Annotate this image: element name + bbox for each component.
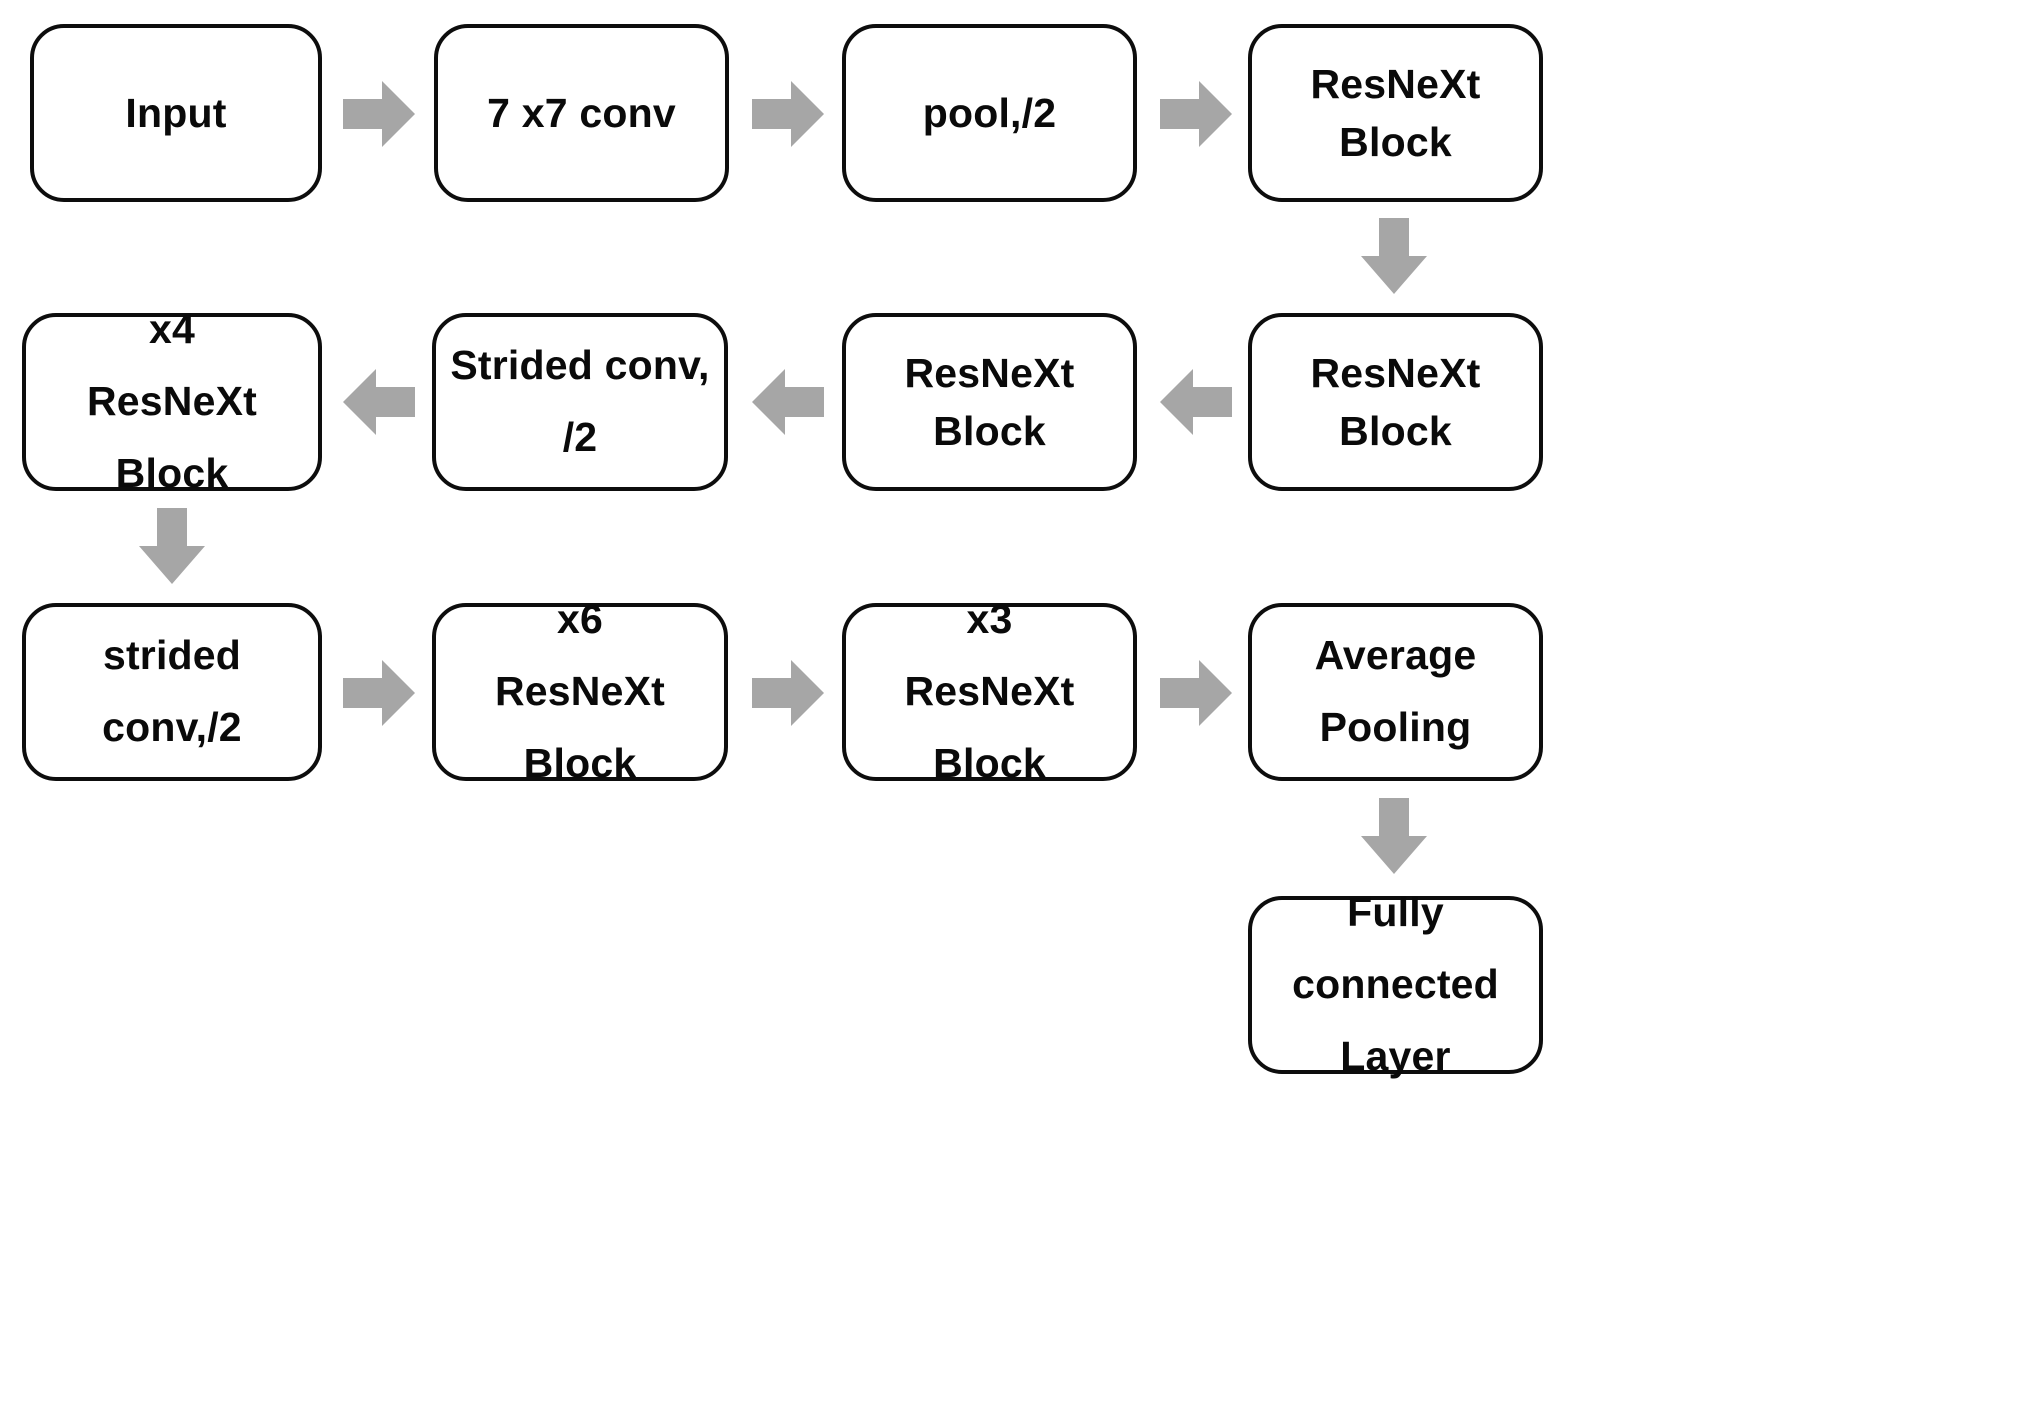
- arrow-left-icon: [752, 366, 824, 438]
- arrow-down-icon: [1358, 798, 1430, 874]
- arrow-down-icon: [1358, 218, 1430, 294]
- node-block3x[interactable]: x3 ResNeXt Block: [842, 596, 1137, 786]
- node-label-block4x: x4 ResNeXt Block: [86, 306, 258, 496]
- arrow-left-icon: [1160, 366, 1232, 438]
- arrow-down-icon: [136, 508, 208, 584]
- node-label-block6x: x6 ResNeXt Block: [494, 596, 666, 786]
- node-label-conv7x7: 7 x7 conv: [487, 89, 676, 136]
- node-label-stridedconv: Strided conv, /2: [450, 342, 710, 460]
- arrow-right-icon: [1160, 78, 1232, 150]
- node-fclayer[interactable]: Fully connected Layer: [1248, 889, 1543, 1079]
- arrow-right-icon: [752, 657, 824, 729]
- arrow-right-icon: [343, 657, 415, 729]
- node-label-input: Input: [125, 89, 227, 136]
- arrow-right-icon: [1160, 657, 1232, 729]
- node-block6x[interactable]: x6 ResNeXt Block: [432, 596, 728, 786]
- node-label-fclayer: Fully connected Layer: [1292, 889, 1499, 1079]
- node-block4x[interactable]: x4 ResNeXt Block: [22, 306, 322, 496]
- node-pool[interactable]: pool,/2: [842, 24, 1137, 202]
- node-block1[interactable]: ResNeXt Block: [1248, 24, 1543, 202]
- arrow-right-icon: [343, 78, 415, 150]
- node-label-strided2: strided conv,/2: [102, 632, 242, 750]
- node-conv7x7[interactable]: 7 x7 conv: [434, 24, 729, 202]
- node-block3[interactable]: ResNeXt Block: [842, 313, 1137, 491]
- node-strided2[interactable]: strided conv,/2: [22, 603, 322, 781]
- node-label-block1: ResNeXt Block: [1310, 60, 1481, 165]
- node-label-block3: ResNeXt Block: [904, 349, 1075, 454]
- arrow-left-icon: [343, 366, 415, 438]
- node-label-block2: ResNeXt Block: [1310, 349, 1481, 454]
- arrow-right-icon: [752, 78, 824, 150]
- node-block2[interactable]: ResNeXt Block: [1248, 313, 1543, 491]
- node-label-avgpool: Average Pooling: [1314, 632, 1477, 750]
- node-avgpool[interactable]: Average Pooling: [1248, 603, 1543, 781]
- node-label-pool: pool,/2: [922, 89, 1057, 136]
- node-label-block3x: x3 ResNeXt Block: [904, 596, 1075, 786]
- node-stridedconv[interactable]: Strided conv, /2: [432, 313, 728, 491]
- node-input[interactable]: Input: [30, 24, 322, 202]
